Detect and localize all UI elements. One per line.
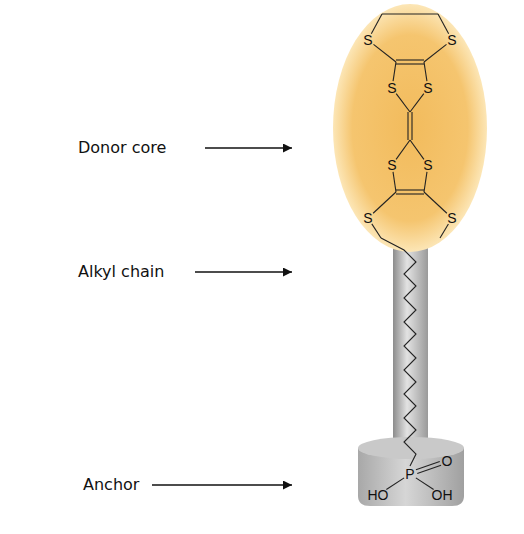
atom-symbol: S [423, 158, 432, 172]
leader-arrow [205, 147, 292, 148]
atom-symbol: S [363, 33, 372, 47]
leader-arrow [195, 271, 292, 272]
chemical-bond [382, 13, 438, 14]
atom-symbol: OH [432, 488, 453, 502]
chemical-bond [393, 62, 396, 81]
chemical-bond [396, 63, 424, 64]
chemical-bond [416, 461, 440, 469]
atom-symbol: O [442, 454, 453, 468]
part-label: Anchor [83, 477, 139, 493]
bond-lines [371, 14, 448, 490]
atom-symbol: S [387, 81, 396, 95]
chemical-bond [393, 172, 396, 192]
chemical-bond [416, 478, 434, 490]
alkyl-zigzag [381, 238, 416, 466]
chemical-bond [396, 140, 410, 159]
atom-symbol: S [447, 211, 456, 225]
chemical-bond [424, 44, 446, 62]
chemical-bond [396, 189, 424, 190]
chemical-bond [386, 478, 404, 490]
chemical-bond [407, 112, 408, 140]
atom-symbol: S [363, 211, 372, 225]
chemical-bond [371, 14, 382, 34]
chemical-bond [396, 193, 424, 194]
chemical-bond [410, 140, 424, 159]
chemical-bond [417, 465, 441, 473]
atom-symbol: S [423, 81, 432, 95]
donor-core-ellipse [333, 4, 487, 252]
chemical-bond [411, 112, 412, 140]
atom-symbol: P [405, 467, 414, 481]
atom-symbol: S [387, 158, 396, 172]
chemical-bond [396, 94, 410, 112]
chemical-bond [374, 44, 396, 62]
atom-symbol: HO [368, 488, 389, 502]
alkyl-rod [393, 230, 428, 455]
chemical-bond [410, 94, 424, 112]
atom-symbol: S [447, 33, 456, 47]
chemical-bond [372, 224, 381, 238]
chemical-bond [396, 59, 424, 60]
part-label: Donor core [78, 140, 166, 156]
chemical-bond [438, 14, 449, 34]
chemical-bond [440, 224, 448, 238]
chemical-bond [373, 192, 396, 213]
part-label: Alkyl chain [78, 264, 164, 280]
chemical-bond [424, 62, 427, 81]
leader-arrow [152, 484, 292, 485]
chemical-bond [424, 172, 427, 192]
chemical-bond [424, 192, 447, 213]
